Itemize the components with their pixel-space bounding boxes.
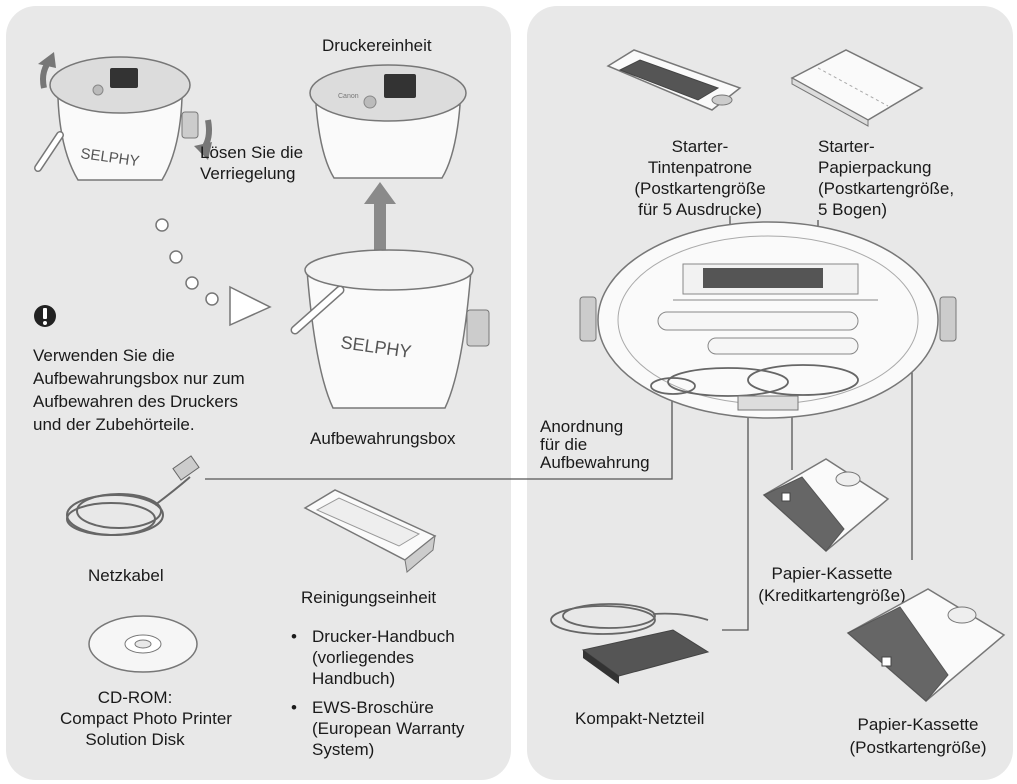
compact-adapter-label: Kompakt-Netzteil [575, 709, 705, 728]
paper-pack-label: Starter- Papierpackung (Postkartengröße,… [818, 137, 955, 219]
motion-arrowhead [229, 285, 272, 327]
document-list: • Drucker-Handbuch (vorliegendes Handbuc… [287, 626, 464, 768]
list-item: • Drucker-Handbuch (vorliegendes Handbuc… [291, 627, 455, 688]
adapter-leader-line [722, 405, 749, 631]
compact-adapter-illustration [550, 603, 710, 684]
storage-arrangement-illustration [579, 221, 957, 419]
unlock-label: Lösen Sie die Verriegelung [200, 143, 304, 183]
cdrom-label: CD-ROM: Compact Photo Printer Solution D… [60, 688, 232, 749]
motion-circle [205, 292, 219, 306]
power-cable-label: Netzkabel [88, 566, 164, 585]
cleaning-unit-label: Reinigungseinheit [301, 588, 437, 607]
postcard-cassette-label: Papier-Kassette (Postkartengröße) [849, 715, 987, 757]
postcard-cassette-illustration [846, 588, 1006, 702]
printer-unlock-illustration: SELPHY [34, 52, 212, 181]
ink-cassette-illustration [606, 49, 742, 111]
bullet: • [291, 627, 297, 646]
bullet: • [291, 698, 297, 717]
caution-text: Verwenden Sie die Aufbewahrungsbox nur z… [33, 346, 245, 434]
printer-unit-illustration: Canon [309, 64, 467, 179]
printer-brand-text: Canon [338, 93, 359, 100]
motion-circles [155, 218, 272, 327]
paper-pack-illustration [790, 49, 924, 127]
power-cable-illustration [66, 455, 200, 536]
caution-icon [34, 305, 56, 327]
cleaning-unit-illustration [303, 489, 437, 573]
storage-box-label: Aufbewahrungsbox [310, 429, 456, 448]
ink-cassette-label: Starter- Tintenpatrone (Postkartengröße … [634, 137, 766, 219]
motion-circle [155, 218, 169, 232]
credit-cassette-label: Papier-Kassette (Kreditkartengröße) [758, 564, 906, 605]
arrangement-label: Anordnung für die Aufbewahrung [540, 417, 650, 472]
motion-circle [185, 276, 199, 290]
credit-cassette-illustration [762, 458, 890, 552]
printer-unit-label: Druckereinheit [322, 36, 432, 55]
list-item: • EWS-Broschüre (European Warranty Syste… [291, 698, 465, 759]
storage-box-illustration: SELPHY [290, 249, 490, 409]
lift-up-arrow [364, 182, 396, 282]
motion-circle [169, 250, 183, 264]
power-cable-leader-line [205, 395, 673, 480]
cdrom-illustration [88, 615, 198, 673]
